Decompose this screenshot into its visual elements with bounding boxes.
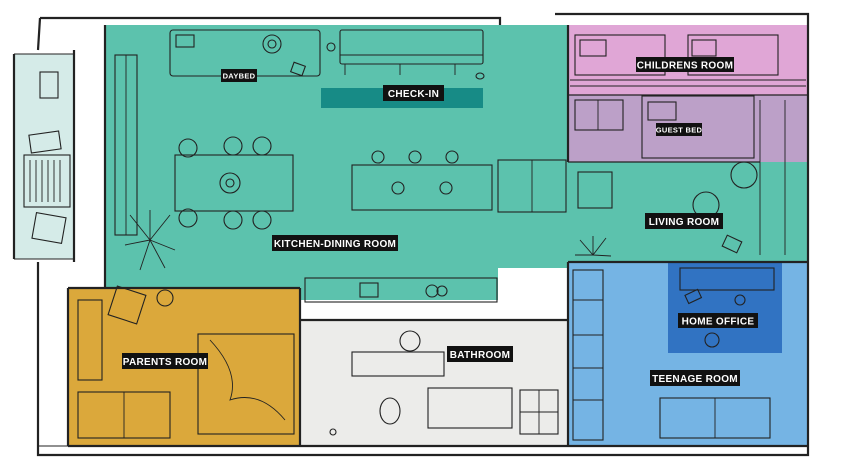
svg-text:HOME OFFICE: HOME OFFICE [682, 317, 755, 328]
label-bathroom: BATHROOM [447, 346, 513, 362]
svg-text:CHECK-IN: CHECK-IN [388, 89, 439, 100]
home-office-zone [668, 262, 782, 353]
svg-text:KITCHEN-DINING ROOM: KITCHEN-DINING ROOM [274, 239, 396, 250]
label-guest-bed: GUEST BED [656, 123, 703, 136]
label-teenage-room: TEENAGE ROOM [650, 370, 740, 386]
outer-wall [36, 12, 810, 457]
living-room-zone [568, 162, 808, 262]
parents-bed [197, 333, 295, 435]
svg-text:PARENTS ROOM: PARENTS ROOM [123, 357, 208, 368]
label-home-office: HOME OFFICE [678, 313, 758, 328]
room-labels: DAYBED CHECK-IN CHILDRENS ROOM GUEST BED… [122, 57, 758, 386]
label-childrens-room: CHILDRENS ROOM [636, 57, 734, 72]
kitchen-island [351, 164, 493, 211]
label-kitchen-dining-room: KITCHEN-DINING ROOM [272, 235, 398, 251]
guest-bed [641, 95, 755, 159]
svg-text:BATHROOM: BATHROOM [450, 350, 511, 361]
svg-text:TEENAGE ROOM: TEENAGE ROOM [652, 374, 738, 385]
balcony-zone [14, 54, 74, 259]
walls [12, 12, 810, 457]
svg-text:GUEST BED: GUEST BED [656, 126, 703, 135]
furniture [23, 29, 806, 441]
svg-text:CHILDRENS ROOM: CHILDRENS ROOM [637, 61, 733, 72]
svg-text:LIVING ROOM: LIVING ROOM [649, 217, 720, 228]
label-daybed: DAYBED [221, 69, 257, 82]
bathroom-zone [300, 320, 568, 446]
svg-text:DAYBED: DAYBED [223, 72, 256, 81]
label-parents-room: PARENTS ROOM [122, 353, 208, 369]
label-living-room: LIVING ROOM [645, 213, 723, 229]
label-check-in: CHECK-IN [383, 85, 444, 101]
